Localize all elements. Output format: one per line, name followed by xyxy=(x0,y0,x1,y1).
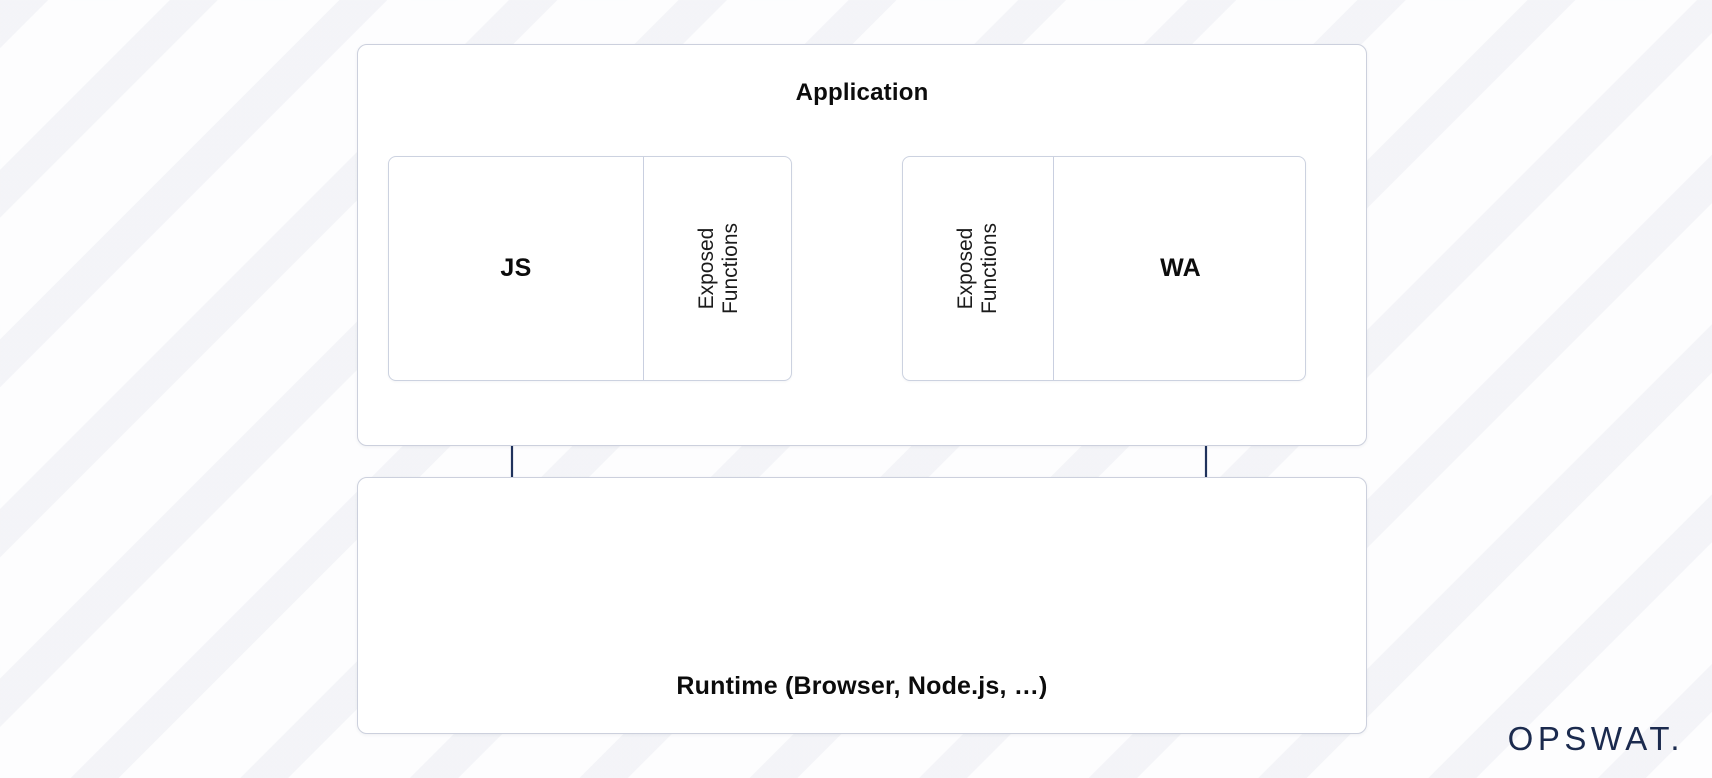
wa-module-label: WA xyxy=(1160,254,1201,282)
js-module-main-cell: JS xyxy=(389,157,643,380)
wa-module-main-cell: WA xyxy=(1053,157,1307,380)
js-module-label: JS xyxy=(500,254,532,282)
opswat-logo: OPSWAT. xyxy=(1507,720,1684,757)
application-panel: Application JS Exposed Functions Exposed… xyxy=(357,44,1367,446)
application-panel-title: Application xyxy=(795,79,929,106)
runtime-panel: Linear Memory Runtime (Browser, Node.js,… xyxy=(357,477,1367,734)
runtime-panel-title: Runtime (Browser, Node.js, …) xyxy=(676,672,1048,700)
wa-module-box[interactable]: Exposed Functions WA xyxy=(902,156,1306,381)
js-exposed-functions-cell: Exposed Functions xyxy=(643,157,793,380)
js-exposed-functions-label: Exposed Functions xyxy=(694,222,742,315)
wa-exposed-functions-label: Exposed Functions xyxy=(954,222,1001,315)
wa-exposed-functions-cell: Exposed Functions xyxy=(903,157,1053,380)
js-module-box[interactable]: JS Exposed Functions xyxy=(388,156,792,381)
